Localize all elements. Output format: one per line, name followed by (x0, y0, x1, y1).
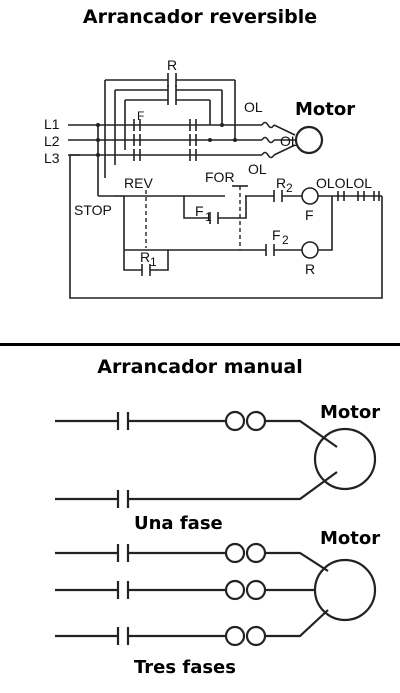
r-contact-middle (167, 85, 177, 95)
r-contact-top (167, 73, 177, 87)
single-phase-switch-top (116, 412, 130, 430)
control-feed (97, 125, 114, 197)
motor-leads (273, 124, 296, 156)
label-l3: L3 (44, 150, 60, 166)
r-loop-inner (124, 99, 211, 150)
label-l1: L1 (44, 116, 60, 132)
label-r-top: R (167, 57, 177, 73)
label-stop: STOP (74, 202, 112, 218)
overload-heater (224, 410, 246, 432)
three-phase-caption: Tres fases (134, 657, 236, 678)
overload-heater (224, 542, 246, 564)
junction-dots (96, 123, 237, 157)
three-phase-line-3 (55, 609, 329, 638)
label-f1-sub: 1 (205, 210, 212, 224)
label-f-contacts: F (137, 109, 144, 123)
three-phase-circuit: Motor Tres fases (55, 528, 380, 678)
overload-heater (224, 579, 246, 601)
single-phase-caption: Una fase (134, 513, 223, 534)
overload-heater (245, 579, 267, 601)
three-phase-switch-1 (116, 544, 130, 562)
ol-contacts (337, 191, 380, 201)
manual-starter-title: Arrancador manual (97, 356, 303, 378)
reversing-starter-title: Arrancador reversible (82, 6, 318, 28)
three-phase-motor (313, 558, 377, 622)
f1-sealin-wire (183, 196, 247, 219)
label-r-coil: R (305, 261, 315, 277)
label-for: FOR (205, 169, 235, 185)
three-phase-switch-2 (116, 581, 130, 599)
section-divider (0, 343, 400, 346)
label-ol-low: OL (248, 161, 267, 177)
label-ol-chain: OLOLOL (316, 175, 372, 191)
label-f1: F (195, 203, 204, 219)
motor-symbol (294, 125, 324, 155)
label-r2-sub: 2 (286, 181, 293, 195)
f1-sealin-contact (209, 212, 219, 224)
label-motor: Motor (295, 99, 355, 120)
single-phase-line-top (55, 419, 338, 448)
label-f2-sub: 2 (282, 233, 289, 247)
label-l2: L2 (44, 133, 60, 149)
three-phase-motor-label: Motor (320, 528, 380, 549)
manual-starter-diagram: Motor Una fase Motor Tres fases (55, 402, 380, 678)
label-r1: R (140, 249, 150, 265)
label-rev: REV (124, 175, 153, 191)
three-phase-switch-3 (116, 627, 130, 645)
single-phase-switch-bottom (116, 490, 130, 508)
r-coil (301, 241, 319, 259)
r1-sealin-contact (141, 264, 151, 276)
single-phase-motor-label: Motor (320, 402, 380, 423)
label-ol-mid: OL (280, 133, 299, 149)
f2-interlock-contact (265, 244, 275, 256)
r-coil-return (318, 196, 333, 251)
f-contacts (133, 119, 141, 161)
line-wires (68, 124, 262, 156)
single-phase-circuit: Motor Una fase (55, 402, 380, 534)
r-contacts (189, 119, 197, 161)
overload-heater (245, 410, 267, 432)
label-ol-top: OL (244, 99, 263, 115)
label-r2: R (276, 175, 286, 191)
r-loop-outer-sides (104, 80, 236, 178)
label-f2: F (272, 227, 281, 243)
single-phase-line-bottom (55, 471, 338, 501)
r-contact-inner (167, 95, 177, 105)
overload-heater (224, 625, 246, 647)
label-f-coil: F (305, 207, 314, 223)
single-phase-motor (313, 427, 377, 491)
ol-heaters (261, 121, 275, 159)
r-loop-middle (114, 89, 223, 165)
reversing-starter-diagram: R L1 L2 L3 F OL OL OL Motor (44, 57, 383, 299)
label-r1-sub: 1 (150, 255, 157, 269)
r1-sealin-wire (123, 196, 169, 271)
r2-interlock-contact (273, 190, 283, 202)
control-return (69, 154, 383, 299)
overload-heater (245, 625, 267, 647)
three-phase-line-1 (55, 551, 329, 572)
overload-heater (245, 542, 267, 564)
